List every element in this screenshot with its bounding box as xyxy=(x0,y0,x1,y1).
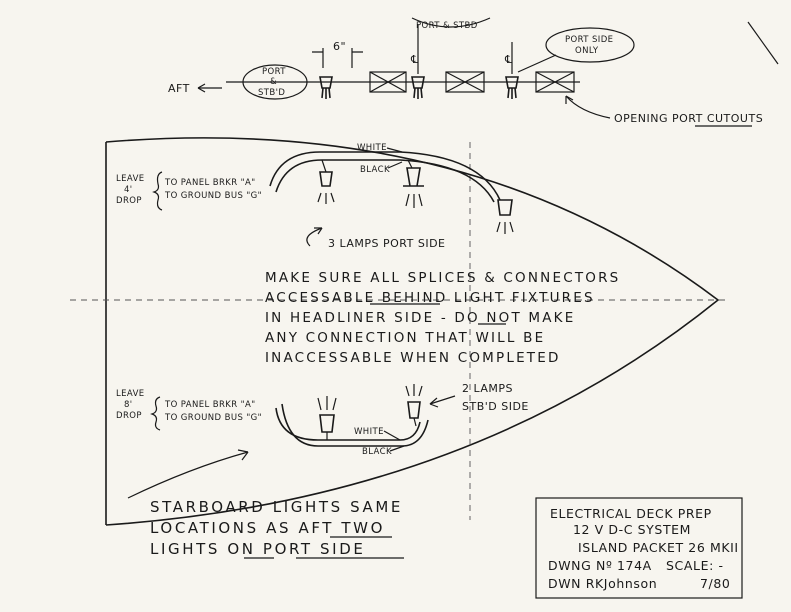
top-callout-text: PORT & STBD xyxy=(416,21,478,31)
starboard-note-line3: LIGHTS ON PORT SIDE xyxy=(150,540,365,558)
stbd-drop-wires xyxy=(326,417,417,440)
title-line1: ELECTRICAL DECK PREP xyxy=(550,506,712,521)
stbd-leave-line2: 8' xyxy=(124,400,133,410)
starboard-note: STARBOARD LIGHTS SAME LOCATIONS AS AFT T… xyxy=(127,449,404,559)
cutouts-leader xyxy=(565,95,611,119)
dimension-extension-lines xyxy=(322,48,353,68)
port-stbd-line3: STB'D xyxy=(258,88,285,98)
starboard-note-arrow-head xyxy=(237,449,249,461)
cutouts-arrow-head xyxy=(565,95,574,104)
stbd-lamps-caption-line2: STB'D SIDE xyxy=(462,400,529,413)
title-scale: SCALE: - xyxy=(666,558,724,573)
stbd-caption-arrow-head xyxy=(429,397,439,408)
starboard-note-line2: LOCATIONS AS AFT TWO xyxy=(150,519,385,537)
aft-arrow-head xyxy=(197,83,206,93)
port-harness-lower xyxy=(275,159,495,203)
note-line-4: ANY CONNECTION THAT WILL BE xyxy=(265,330,545,346)
port-lamp-2 xyxy=(403,167,424,208)
stbd-to-panel: TO PANEL BRKR "A" xyxy=(164,400,256,410)
cl-mark-2: ℄ xyxy=(504,53,513,66)
port-leave-line3: DROP xyxy=(116,196,142,206)
top-strip: AFT PORT & STB'D 6" PORT & STBD ℄ ℄ xyxy=(168,17,779,127)
stbd-harness-upper xyxy=(275,407,421,441)
title-block-border xyxy=(535,497,743,599)
stbd-caption-arrow xyxy=(429,395,456,405)
title-date: 7/80 xyxy=(700,576,730,591)
stbd-leave-line3: DROP xyxy=(116,411,142,421)
port-black-leader xyxy=(387,161,403,169)
port-lamp-3 xyxy=(496,199,514,234)
cl-leader-lines xyxy=(417,24,513,74)
aft-label: AFT xyxy=(168,82,190,95)
stbd-leave-line1: LEAVE xyxy=(116,389,145,399)
stbd-lamp-2 xyxy=(405,384,423,419)
port-caption-arrow-head xyxy=(314,227,323,235)
starboard-note-arrow xyxy=(127,451,249,499)
port-caption-arrow xyxy=(306,227,323,247)
stbd-to-ground: TO GROUND BUS "G" xyxy=(164,413,262,423)
stbd-lamps-caption-line1: 2 LAMPS xyxy=(462,382,513,395)
port-side-only-bubble xyxy=(545,27,635,63)
port-to-ground: TO GROUND BUS "G" xyxy=(164,191,262,201)
stbd-wiring: LEAVE 8' DROP TO PANEL BRKR "A" TO GROUN… xyxy=(116,382,529,457)
title-line2: 12 V D-C SYSTEM xyxy=(573,522,691,537)
stbd-brace xyxy=(150,396,161,431)
corner-mark xyxy=(747,21,779,65)
top-lamp-3 xyxy=(505,76,519,99)
port-leave-line2: 4' xyxy=(124,185,133,195)
note-line-2: ACCESSABLE BEHIND LIGHT FIXTURES xyxy=(265,290,595,306)
port-side-only-line2: ONLY xyxy=(575,46,599,56)
port-side-only-leader xyxy=(517,54,557,73)
port-drop-wires xyxy=(321,159,413,173)
title-line3: ISLAND PACKET 26 MKII xyxy=(578,540,739,555)
hull-outline xyxy=(70,137,730,526)
stbd-black-label: BLACK xyxy=(362,447,392,457)
port-white-label: WHITE xyxy=(357,143,387,153)
top-lamp-2 xyxy=(411,76,425,99)
port-cutout-3 xyxy=(535,71,575,93)
title-drawn-by: DWN RKJohnson xyxy=(548,576,657,591)
port-stbd-line1: PORT xyxy=(262,67,286,77)
top-lamp-1 xyxy=(319,76,333,99)
title-drawing-no: DWNG Nº 174A xyxy=(548,558,652,573)
port-cutout-2 xyxy=(445,71,485,93)
port-lamp-1 xyxy=(317,171,335,204)
starboard-note-line1: STARBOARD LIGHTS SAME xyxy=(150,498,403,516)
port-to-panel: TO PANEL BRKR "A" xyxy=(164,178,256,188)
port-cutout-1 xyxy=(369,71,407,93)
note-line-5: INACCESSABLE WHEN COMPLETED xyxy=(265,350,561,366)
port-black-label: BLACK xyxy=(360,165,390,175)
cl-mark-1: ℄ xyxy=(410,53,419,66)
port-wiring: LEAVE 4' DROP TO PANEL BRKR "A" TO GROUN… xyxy=(116,143,514,250)
installation-note: MAKE SURE ALL SPLICES & CONNECTORS ACCES… xyxy=(265,270,620,366)
port-lamps-caption: 3 LAMPS PORT SIDE xyxy=(328,237,446,250)
top-callout-bubble xyxy=(411,17,491,28)
title-block: ELECTRICAL DECK PREP 12 V D-C SYSTEM ISL… xyxy=(535,497,743,599)
stbd-lamp-1 xyxy=(317,396,337,433)
dimension-label: 6" xyxy=(333,40,346,53)
port-leave-line1: LEAVE xyxy=(116,174,145,184)
stbd-white-leader xyxy=(383,430,401,441)
stbd-white-label: WHITE xyxy=(354,427,384,437)
note-line-1: MAKE SURE ALL SPLICES & CONNECTORS xyxy=(265,270,620,286)
note-line-3: IN HEADLINER SIDE - DO NOT MAKE xyxy=(265,310,575,326)
hull-curve xyxy=(105,137,720,526)
port-white-leader xyxy=(386,147,403,153)
port-brace xyxy=(152,171,163,211)
port-side-only-line1: PORT SIDE xyxy=(565,35,613,45)
cutouts-label: OPENING PORT CUTOUTS xyxy=(614,112,763,125)
stbd-black-leader xyxy=(389,445,405,452)
stbd-harness-lower xyxy=(281,403,429,447)
